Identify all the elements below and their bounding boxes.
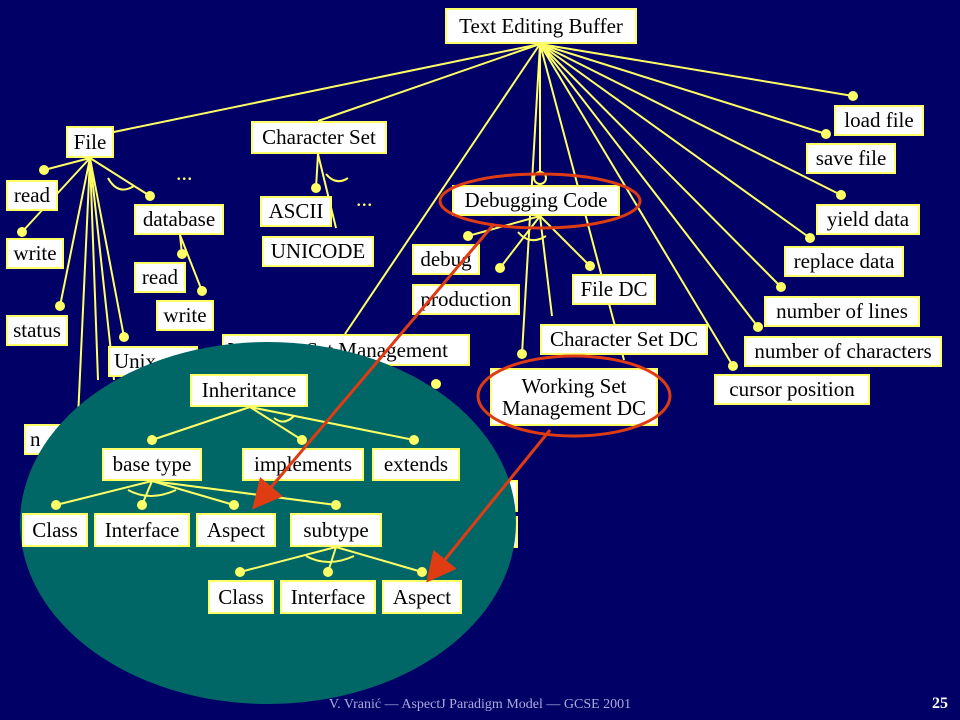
edge-file-unix (89, 157, 125, 338)
node-save-file: save file (806, 143, 896, 174)
dot-write (17, 227, 27, 237)
edge-file-database (89, 157, 151, 197)
node-database-read: read (134, 262, 186, 293)
edge-teb-chars (539, 43, 759, 328)
node-yield-data: yield data (816, 204, 920, 235)
node-debug: debug (412, 244, 480, 275)
node-subtype: subtype (290, 513, 382, 547)
edge-cs-ascii (315, 153, 319, 189)
node-text-editing-buffer: Text Editing Buffer (445, 8, 637, 44)
dot-debug (463, 231, 473, 241)
edge-cs-unicode (317, 153, 337, 229)
slide-footer: V. Vranić — AspectJ Paradigm Model — GCS… (328, 697, 632, 712)
node-base-type: base type (102, 448, 202, 481)
dot-csdc (517, 349, 527, 359)
node-subtype-interface: Interface (280, 580, 376, 614)
dot-ascii (311, 183, 321, 193)
node-subtype-aspect: Aspect (382, 580, 462, 614)
arc-dbg-alt (517, 231, 547, 242)
node-character-set: Character Set (251, 121, 387, 154)
edge-dbg-csdc (539, 215, 553, 317)
edge-dbg-filedc (539, 215, 591, 267)
node-database: database (134, 204, 224, 235)
node-number-of-lines: number of lines (764, 296, 920, 327)
edge-file-read (43, 157, 91, 171)
dot-load (848, 91, 858, 101)
node-implements: implements (242, 448, 364, 481)
edge-teb-charset (317, 43, 541, 122)
node-character-set-dc: Character Set DC (540, 324, 708, 355)
node-ascii: ASCII (260, 196, 332, 227)
ellipsis-file: ... (176, 160, 193, 185)
node-class: Class (22, 513, 88, 547)
dot-debugging-optional (533, 171, 547, 185)
dot-filedc (585, 261, 595, 271)
dot-production (495, 263, 505, 273)
edge-teb-file (74, 43, 541, 141)
dot-db-read (177, 249, 187, 259)
edge-teb-lines (539, 43, 782, 288)
edge-file-status (59, 157, 91, 307)
node-file: File (66, 126, 114, 158)
node-unicode: UNICODE (262, 236, 374, 267)
ellipsis-charset: ... (356, 186, 373, 211)
node-production: production (412, 284, 520, 315)
dot-database (145, 191, 155, 201)
node-cursor-position: cursor position (714, 374, 870, 405)
node-read: read (6, 180, 58, 211)
node-aspect: Aspect (196, 513, 276, 547)
node-interface: Interface (94, 513, 190, 547)
dot-yield (836, 190, 846, 200)
node-load-file: load file (834, 105, 924, 136)
edge-db-write (179, 234, 203, 292)
page-number: 25 (932, 695, 948, 712)
node-subtype-class: Class (208, 580, 274, 614)
node-debugging-code: Debugging Code (452, 185, 620, 216)
edge-file-d (89, 157, 115, 381)
dot-cursor (728, 361, 738, 371)
edge-teb-yield (539, 43, 842, 196)
edge-file-c (89, 157, 99, 381)
dot-db-write (197, 286, 207, 296)
node-inheritance: Inheritance (190, 374, 308, 407)
node-working-set-management-dc: Working Set Management DC (490, 368, 658, 426)
node-database-write: write (156, 300, 214, 331)
edge-teb-replace (539, 43, 811, 239)
arc-cs-alt (325, 173, 349, 183)
dot-lines (776, 282, 786, 292)
arc-file-alt (107, 177, 135, 191)
dot-save (821, 129, 831, 139)
node-write: write (6, 238, 64, 269)
node-extends: extends (372, 448, 460, 481)
node-number-of-characters: number of characters (744, 336, 942, 367)
edge-teb-save (539, 43, 827, 135)
edge-teb-load (539, 43, 854, 97)
dot-unix (119, 332, 129, 342)
dot-chars (753, 322, 763, 332)
edge-dbg-production (499, 215, 541, 269)
node-file-dc: File DC (572, 274, 656, 305)
node-status: status (6, 315, 68, 346)
dot-read (39, 165, 49, 175)
node-replace-data: replace data (784, 246, 904, 277)
dot-status (55, 301, 65, 311)
edge-file-n (77, 157, 91, 419)
dot-replace (805, 233, 815, 243)
